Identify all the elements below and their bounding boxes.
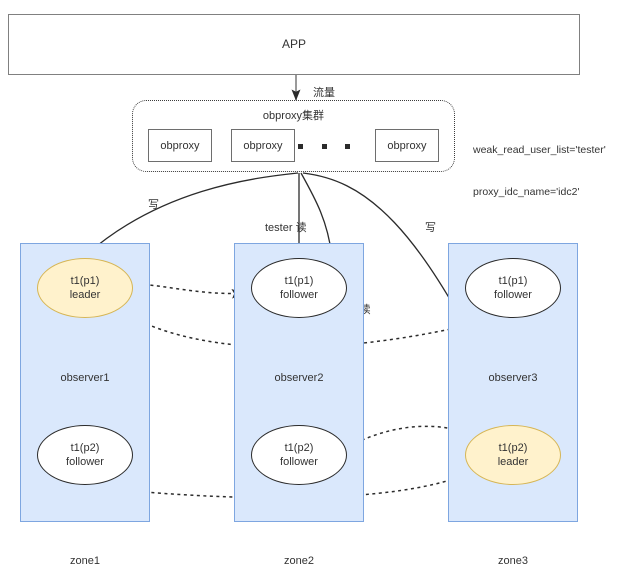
node-zone3-t1p1[interactable]: t1(p1) follower	[465, 258, 561, 318]
node-zone1-t1p2[interactable]: t1(p2) follower	[37, 425, 133, 485]
node-partition-label: t1(p2)	[70, 442, 100, 454]
node-partition-label: t1(p1)	[498, 275, 528, 287]
ellipsis-dot	[321, 143, 327, 149]
obproxy-node-2[interactable]: obproxy	[231, 129, 295, 162]
zone-caption-zone3: zone3 idc3	[448, 526, 578, 565]
edge-replicate-p1-zone1-to-zone3	[111, 304, 516, 349]
obproxy-cluster-box: obproxy集群	[132, 100, 455, 172]
node-role-label: leader	[69, 289, 101, 301]
edge-label-read-center: tester 读	[265, 222, 307, 234]
node-role-label: follower	[66, 456, 104, 468]
node-zone3-t1p2[interactable]: t1(p2) leader	[465, 425, 561, 485]
node-role-label: follower	[494, 289, 532, 301]
edge-label-write-left: 写	[148, 199, 159, 211]
traffic-edge-label: 流量	[313, 87, 335, 99]
node-zone2-t1p2[interactable]: t1(p2) follower	[251, 425, 347, 485]
app-box: APP	[8, 14, 580, 75]
node-partition-label: t1(p2)	[284, 442, 314, 454]
app-label: APP	[281, 37, 306, 51]
node-role-label: follower	[280, 289, 318, 301]
node-zone2-t1p1[interactable]: t1(p1) follower	[251, 258, 347, 318]
node-partition-label: t1(p1)	[284, 275, 314, 287]
node-role-label: follower	[280, 456, 318, 468]
zone-name-zone2: zone2	[284, 555, 314, 565]
zone-caption-zone2: zone2 idc2	[234, 526, 364, 565]
observer-label-zone1: observer1	[60, 372, 110, 384]
node-partition-label: t1(p2)	[498, 442, 528, 454]
config-note-line-1: weak_read_user_list='tester'	[473, 144, 606, 156]
edge-label-write-right: 写	[425, 222, 436, 234]
zone-name-zone1: zone1	[70, 555, 100, 565]
config-note: weak_read_user_list='tester' proxy_idc_n…	[473, 115, 606, 227]
node-partition-label: t1(p1)	[70, 275, 100, 287]
observer-label-zone3: observer3	[488, 372, 538, 384]
obproxy-node-3[interactable]: obproxy	[375, 129, 439, 162]
zone-name-zone3: zone3	[498, 555, 528, 565]
node-zone1-t1p1[interactable]: t1(p1) leader	[37, 258, 133, 318]
edge-proxy-to-zone1-p1	[85, 172, 299, 256]
ellipsis-dot	[298, 143, 303, 149]
zone-caption-zone1: zone1 idc1	[20, 526, 150, 565]
obproxy-ellipsis	[298, 140, 350, 152]
config-note-line-2: proxy_idc_name='idc2'	[473, 186, 580, 198]
obproxy-cluster-title: obproxy集群	[262, 110, 325, 122]
ellipsis-dot	[345, 143, 350, 149]
obproxy-node-1[interactable]: obproxy	[148, 129, 212, 162]
observer-label-zone2: observer2	[274, 372, 324, 384]
node-role-label: leader	[497, 456, 529, 468]
